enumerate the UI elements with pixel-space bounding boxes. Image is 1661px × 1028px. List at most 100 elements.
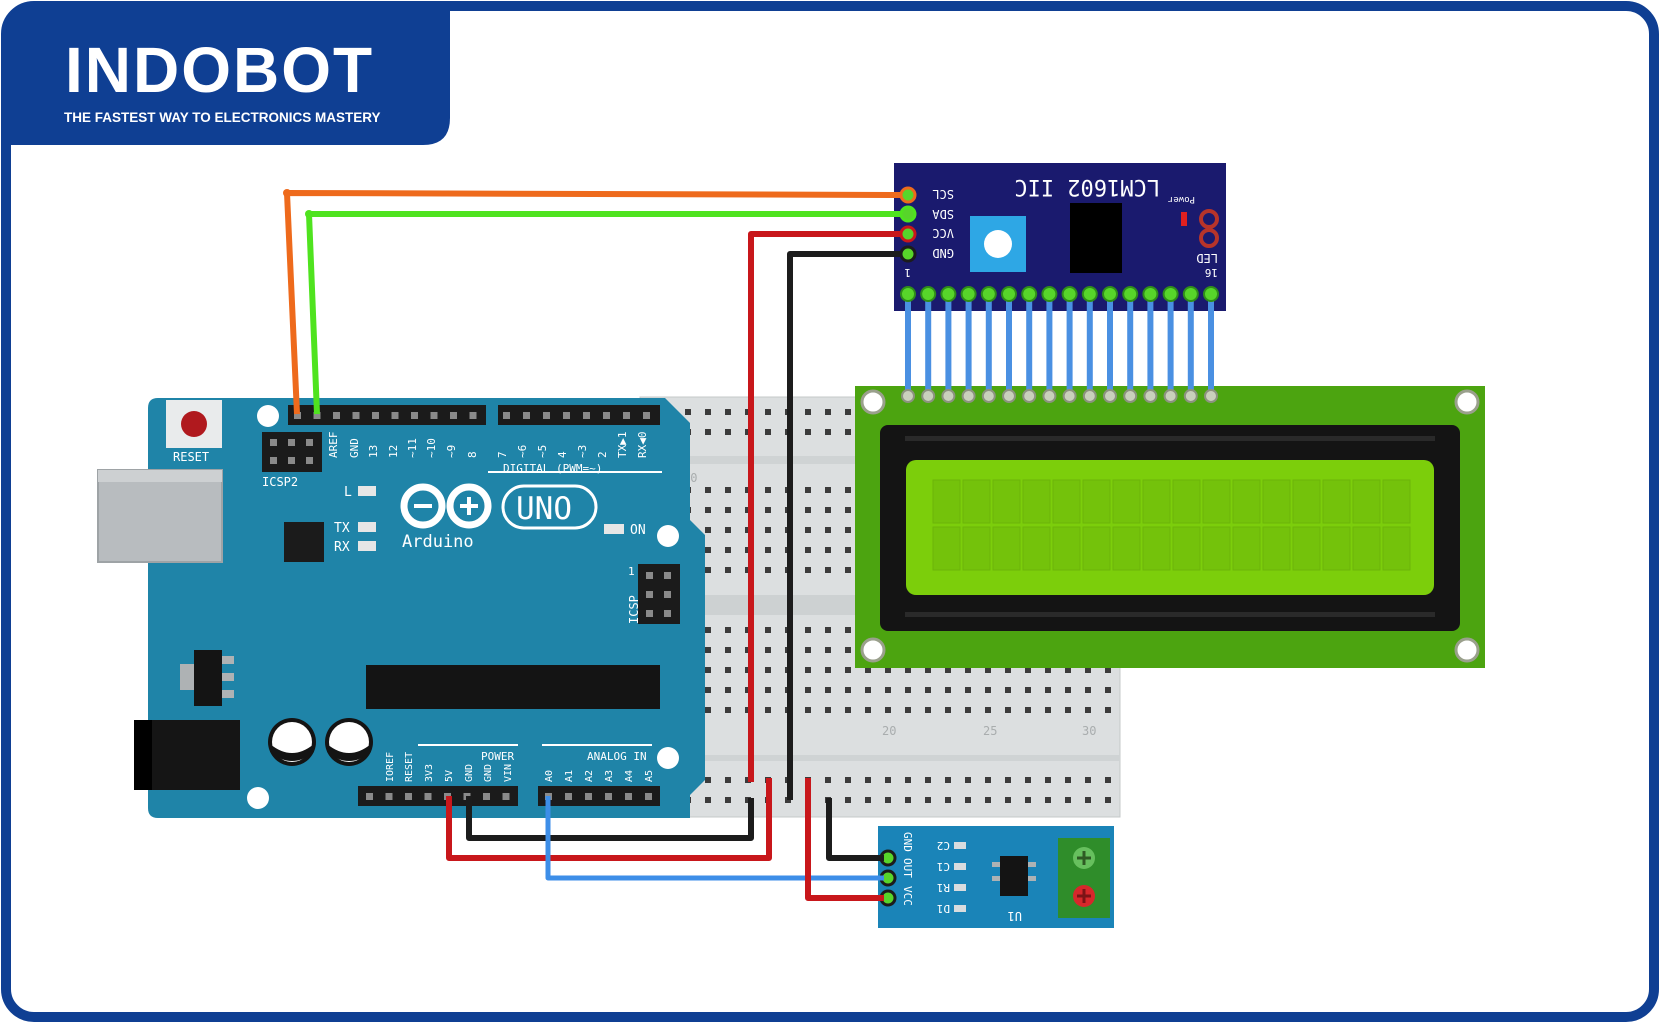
icsp-label: ICSP bbox=[627, 595, 641, 624]
header-pin bbox=[313, 412, 321, 419]
lcd-char-cell bbox=[932, 526, 961, 571]
digital-pin-label: RX◀0 bbox=[636, 432, 649, 459]
breadboard-hole bbox=[1045, 797, 1051, 803]
header-pin bbox=[405, 793, 412, 800]
header-pin bbox=[288, 439, 295, 446]
lcd-pin-pad bbox=[940, 286, 957, 302]
digital-pin-label: 7 bbox=[496, 451, 509, 458]
bb-col-label-30: 30 bbox=[1082, 724, 1096, 738]
breadboard-hole bbox=[685, 409, 691, 415]
i2c-pin-label: SCL bbox=[932, 187, 954, 201]
breadboard-hole bbox=[1025, 797, 1031, 803]
header-pin bbox=[372, 412, 379, 419]
led-tx-label: TX bbox=[334, 521, 350, 536]
breadboard-hole bbox=[865, 707, 871, 713]
lcd-char-cell bbox=[1232, 526, 1261, 571]
i2c-header-pin bbox=[899, 205, 917, 223]
breadboard-hole bbox=[825, 567, 831, 573]
breadboard-hole bbox=[825, 429, 831, 435]
header-pin bbox=[646, 572, 653, 579]
brand-label: Arduino bbox=[402, 532, 474, 552]
breadboard-hole bbox=[905, 687, 911, 693]
breadboard-hole bbox=[865, 687, 871, 693]
header-pin bbox=[565, 793, 572, 800]
sensor-component-label: C1 bbox=[937, 860, 950, 873]
i2c-header-pin bbox=[899, 225, 917, 243]
power-header bbox=[358, 786, 518, 806]
header-pin bbox=[664, 572, 671, 579]
lcd-pin-pad bbox=[961, 389, 976, 403]
breadboard-hole bbox=[905, 797, 911, 803]
breadboard-hole bbox=[885, 667, 891, 673]
usb-chip bbox=[284, 522, 324, 562]
breadboard-hole bbox=[825, 527, 831, 533]
brand-badge: INDOBOT THE FASTEST WAY TO ELECTRONICS M… bbox=[6, 6, 450, 145]
breadboard-hole bbox=[825, 687, 831, 693]
led-rx bbox=[358, 541, 376, 551]
icsp-pin1-label: 1 bbox=[628, 565, 635, 578]
breadboard-hole bbox=[725, 487, 731, 493]
power-led bbox=[1181, 212, 1187, 226]
header-pin bbox=[523, 412, 530, 419]
breadboard-hole bbox=[945, 687, 951, 693]
breadboard-hole bbox=[845, 647, 851, 653]
breadboard-hole bbox=[805, 527, 811, 533]
breadboard-hole bbox=[1005, 687, 1011, 693]
lcd-pin-pad bbox=[1142, 286, 1159, 302]
breadboard-hole bbox=[845, 507, 851, 513]
lcd-pin-pad bbox=[1022, 389, 1037, 403]
breadboard-hole bbox=[945, 797, 951, 803]
power-pin-label: RESET bbox=[404, 752, 415, 782]
breadboard-hole bbox=[845, 687, 851, 693]
led-tx bbox=[358, 522, 376, 532]
breadboard-hole bbox=[805, 567, 811, 573]
header-pin bbox=[623, 412, 630, 419]
lcd-pin-pad bbox=[1163, 389, 1178, 403]
led-l-label: L bbox=[344, 485, 352, 500]
breadboard-hole bbox=[705, 687, 711, 693]
analog-pin-label: A4 bbox=[624, 770, 635, 782]
lcd-pin-pad bbox=[1143, 389, 1158, 403]
lcd-pin-pad bbox=[900, 286, 916, 302]
lcd-char-cell bbox=[1022, 526, 1051, 571]
header-pin bbox=[643, 412, 650, 419]
breadboard-hole bbox=[725, 707, 731, 713]
pin-last-label: 16 bbox=[1205, 266, 1218, 279]
wire-gnd-sensor bbox=[826, 798, 884, 861]
lcd-pin-pad bbox=[920, 286, 937, 302]
power-pin-label: VIN bbox=[503, 764, 514, 782]
breadboard-hole bbox=[765, 547, 771, 553]
led-on bbox=[604, 524, 624, 534]
header-pin bbox=[483, 793, 490, 800]
breadboard-hole bbox=[765, 627, 771, 633]
header-pin bbox=[583, 412, 590, 419]
header-pin bbox=[306, 457, 313, 464]
breadboard-hole bbox=[705, 567, 711, 573]
lcd-char-cell bbox=[1172, 479, 1201, 524]
header-pin bbox=[366, 793, 373, 800]
power-pin-label: 5V bbox=[444, 770, 455, 782]
lcd-char-cell bbox=[932, 479, 961, 524]
digital-pin-label: 13 bbox=[367, 445, 380, 458]
header-pin bbox=[333, 412, 340, 419]
breadboard-hole bbox=[985, 687, 991, 693]
lcd-char-cell bbox=[1352, 479, 1381, 524]
breadboard-hole bbox=[925, 667, 931, 673]
header-pin bbox=[646, 591, 653, 598]
board-label: UNO bbox=[516, 491, 572, 527]
lcd-pin-pad bbox=[941, 389, 956, 403]
wire-endpoint bbox=[305, 210, 313, 218]
breadboard-hole bbox=[1105, 797, 1111, 803]
breadboard-hole bbox=[1105, 707, 1111, 713]
breadboard-hole bbox=[845, 777, 851, 783]
breadboard-hole bbox=[945, 707, 951, 713]
smd-component bbox=[954, 884, 966, 891]
power-label: Power bbox=[1167, 194, 1195, 204]
lcd-char-cell bbox=[962, 526, 991, 571]
sensor-component-label: D1 bbox=[937, 902, 950, 915]
i2c-pin-label: VCC bbox=[932, 226, 954, 240]
breadboard-hole bbox=[805, 627, 811, 633]
lcd-pin-pad bbox=[1021, 286, 1038, 302]
